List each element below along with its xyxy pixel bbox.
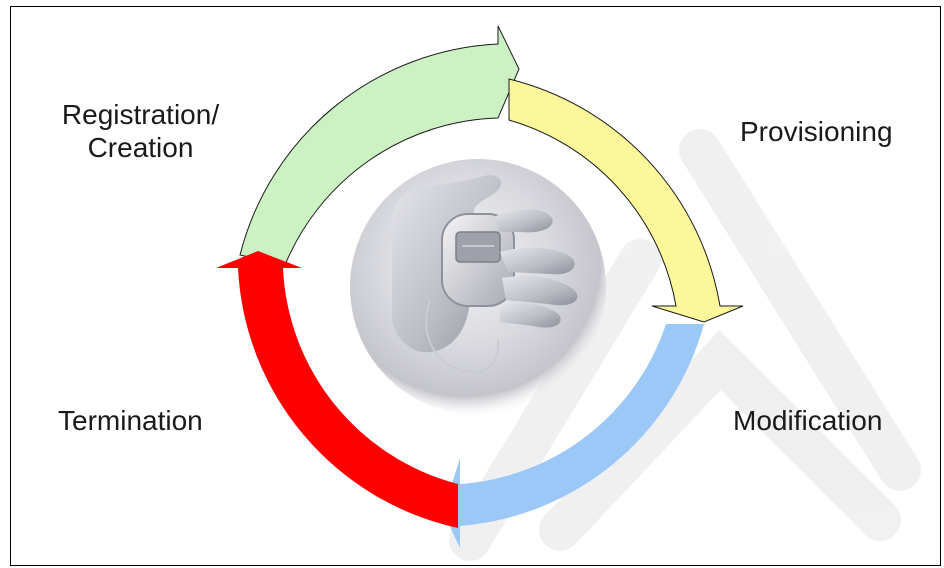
registration-label-line2: Creation <box>87 132 194 163</box>
provisioning-label: Provisioning <box>740 116 893 147</box>
termination-arrow <box>216 251 458 528</box>
registration-creation-label: Registration/ Creation <box>48 98 233 164</box>
hand-holding-stopwatch-image <box>350 159 606 415</box>
modification-arrow <box>443 324 704 548</box>
termination-label: Termination <box>58 405 203 436</box>
registration-arrow <box>239 25 520 266</box>
modification-label: Modification <box>733 405 883 436</box>
registration-label-line1: Registration/ <box>61 99 220 130</box>
provisioning-arrow <box>508 78 744 323</box>
